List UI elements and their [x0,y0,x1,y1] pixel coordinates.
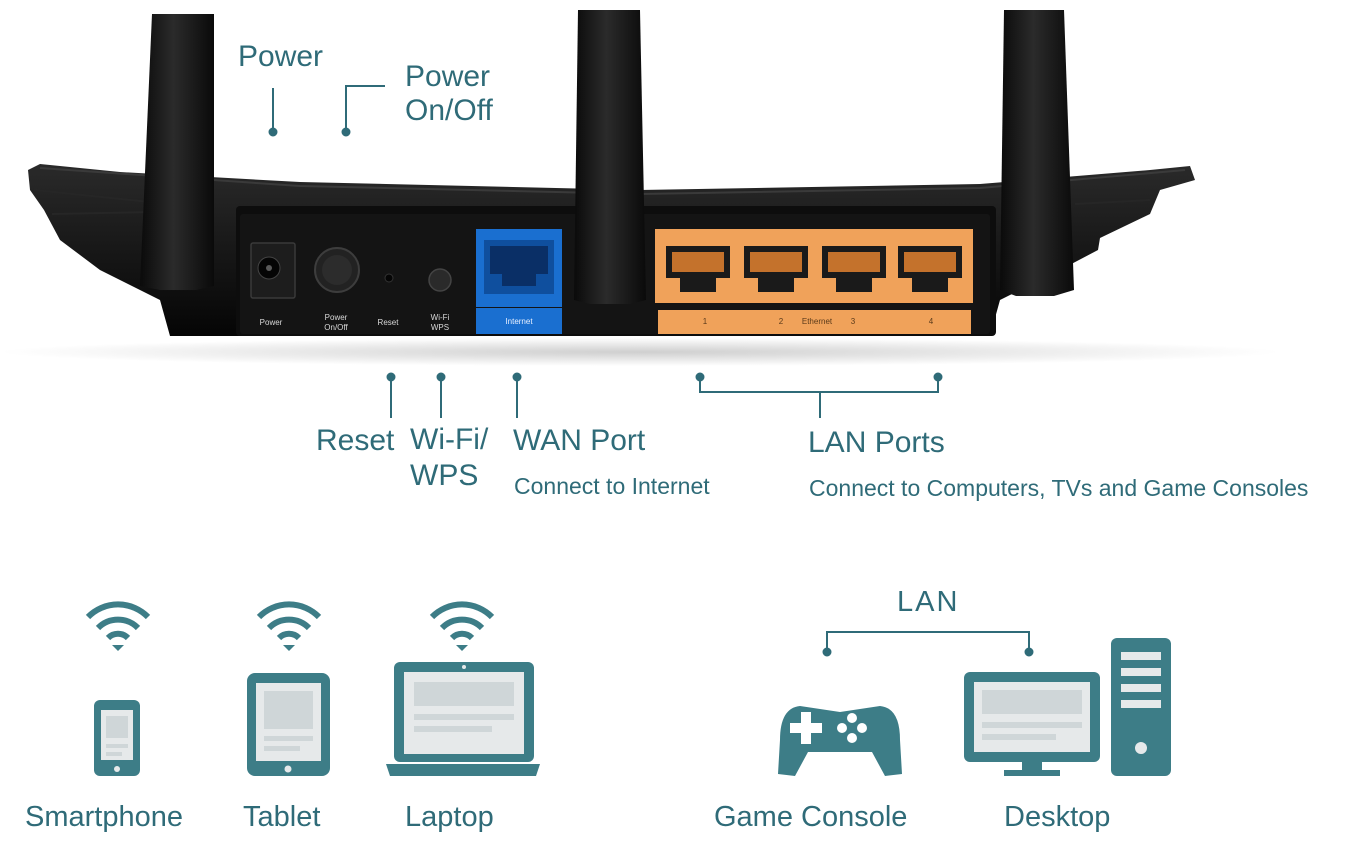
callout-lan-subtitle: Connect to Computers, TVs and Game Conso… [809,475,1309,501]
wifi-icon-tablet [256,601,322,651]
label-smartphone: Smartphone [25,801,183,833]
label-game-console: Game Console [714,801,908,833]
callout-wan-subtitle: Connect to Internet [514,473,710,499]
callout-wifi-wps: Wi-Fi/ WPS [410,422,488,494]
wps-button [428,268,452,292]
router-label-lan-2: 2 [778,317,784,326]
router-label-lan-4: 4 [928,317,934,326]
callout-wifi-wps-line1: Wi-Fi/ [410,423,489,456]
callout-power: Power [238,40,324,73]
wifi-icon-smartphone [85,601,151,651]
router-label-onoff-line2: On/Off [324,323,348,332]
leader-lines-top [268,85,385,137]
desktop-icon [964,638,1171,776]
power-jack [250,242,296,299]
callout-reset: Reset [316,424,395,457]
antenna-left [140,14,214,290]
router-label-lan-1: 1 [702,317,708,326]
callout-power-onoff-line2: On/Off [405,94,493,127]
router-label-wifi-line2: WPS [430,323,450,332]
router-label-power: Power [259,318,283,327]
leader-lines-bottom [386,372,943,418]
callout-wifi-wps-line2: WPS [410,459,479,492]
router-label-onoff-line1: Power [324,313,348,322]
wifi-icons [85,601,495,651]
router-label-lan-3: 3 [850,317,856,326]
callout-power-onoff-line1: Power [405,60,491,93]
antenna-middle [574,10,646,304]
antenna-right [1000,10,1074,296]
antennas [140,10,1074,304]
lan-bracket [822,631,1034,657]
label-laptop: Laptop [405,801,494,833]
label-lan: LAN [897,586,960,618]
wifi-icon-laptop [429,601,495,651]
label-tablet: Tablet [243,801,321,833]
laptop-icon [386,662,540,776]
wan-port [476,229,562,334]
label-desktop: Desktop [1004,801,1111,833]
tablet-icon [247,673,330,776]
callout-lan-ports: LAN Ports [808,426,945,459]
smartphone-icon [94,700,140,776]
router-label-wifi: Wi-Fi WPS [425,314,455,332]
router-label-wifi-line1: Wi-Fi [430,313,450,322]
power-button [314,247,360,293]
callout-power-onoff: Power On/Off [405,60,493,128]
router-label-reset: Reset [377,318,399,327]
router-label-ethernet: Ethernet [801,317,833,326]
lan-panel [655,229,973,334]
router-label-onoff: Power On/Off [318,314,354,332]
game-console-icon [778,706,902,776]
reset-hole [384,273,394,283]
callout-wan-port: WAN Port [513,424,646,457]
router-shadow [0,338,1280,366]
router-label-internet: Internet [505,317,533,326]
